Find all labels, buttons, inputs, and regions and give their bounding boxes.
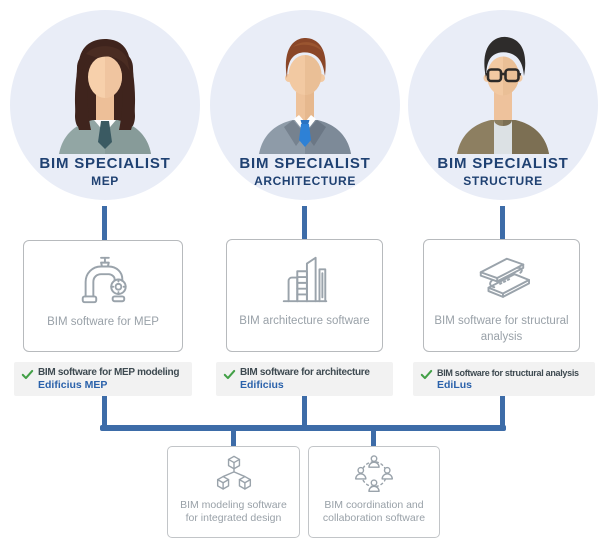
female-mep-specialist-avatar: [59, 39, 151, 154]
feature-text: BIM software for architecture: [240, 367, 370, 378]
connector-coordination-stub: [371, 431, 376, 446]
tool-box-label: BIM modeling software for integrated des…: [180, 499, 287, 524]
specialist-subtitle: STRUCTURE: [463, 174, 543, 188]
specialist-circle-architecture: BIM SPECIALIST ARCHITECTURE: [210, 10, 400, 200]
specialist-subtitle: MEP: [91, 174, 119, 188]
feature-strip-mep: BIM software for MEP modeling Edificius …: [14, 362, 192, 396]
feature-strip-structure: BIM software for structural analysis Edi…: [413, 362, 595, 396]
feature-text: BIM software for structural analysis: [437, 368, 579, 378]
software-box-label: BIM architecture software: [239, 315, 370, 327]
product-link-edificius-mep[interactable]: Edificius MEP: [38, 379, 108, 391]
male-architecture-specialist-avatar: [259, 38, 351, 154]
connector-structure-top: [500, 206, 505, 240]
cubes-network-icon: [216, 455, 251, 490]
feature-text: BIM software for MEP modeling: [38, 367, 180, 378]
connector-architecture-top: [302, 206, 307, 240]
collaboration-icon: [355, 455, 393, 493]
steel-beam-icon: [479, 257, 530, 298]
connector-modeling-stub: [231, 431, 236, 446]
specialist-title: BIM SPECIALIST: [239, 155, 371, 172]
feature-text-block: BIM software for structural analysis Edi…: [437, 367, 579, 392]
check-icon: [21, 369, 34, 380]
tool-box-label: BIM coordination and collaboration softw…: [322, 499, 426, 524]
tool-box-coordination: BIM coordination and collaboration softw…: [308, 446, 440, 538]
product-link-edilus[interactable]: EdiLus: [437, 379, 473, 391]
specialist-subtitle: ARCHITECTURE: [254, 174, 356, 188]
connector-mep-top: [102, 206, 107, 240]
software-box-label: BIM software for structural analysis: [434, 315, 569, 343]
tool-box-integrated-design: BIM modeling software for integrated des…: [167, 446, 300, 538]
specialist-circle-mep: BIM SPECIALIST MEP: [10, 10, 200, 200]
software-box-structure: BIM software for structural analysis: [423, 239, 580, 352]
software-box-architecture: BIM architecture software: [226, 239, 383, 352]
feature-strip-architecture: BIM software for architecture Edificius: [216, 362, 393, 396]
specialist-circle-structure: BIM SPECIALIST STRUCTURE: [408, 10, 598, 200]
feature-text-block: BIM software for architecture Edificius: [240, 367, 370, 392]
specialist-title: BIM SPECIALIST: [39, 155, 171, 172]
check-icon: [420, 369, 433, 380]
specialist-title: BIM SPECIALIST: [437, 155, 569, 172]
software-box-mep: BIM software for MEP: [23, 240, 183, 352]
connector-structure-bottom: [500, 396, 505, 426]
product-link-edificius[interactable]: Edificius: [240, 379, 284, 391]
building-icon: [282, 256, 327, 303]
software-box-label: BIM software for MEP: [47, 316, 159, 328]
pipes-icon: [81, 256, 127, 304]
feature-text-block: BIM software for MEP modeling Edificius …: [38, 367, 179, 392]
connector-mep-bottom: [102, 396, 107, 426]
male-structure-specialist-avatar: [457, 36, 549, 154]
check-icon: [223, 369, 236, 380]
connector-horizontal-bar: [100, 425, 506, 431]
connector-architecture-bottom: [302, 396, 307, 426]
